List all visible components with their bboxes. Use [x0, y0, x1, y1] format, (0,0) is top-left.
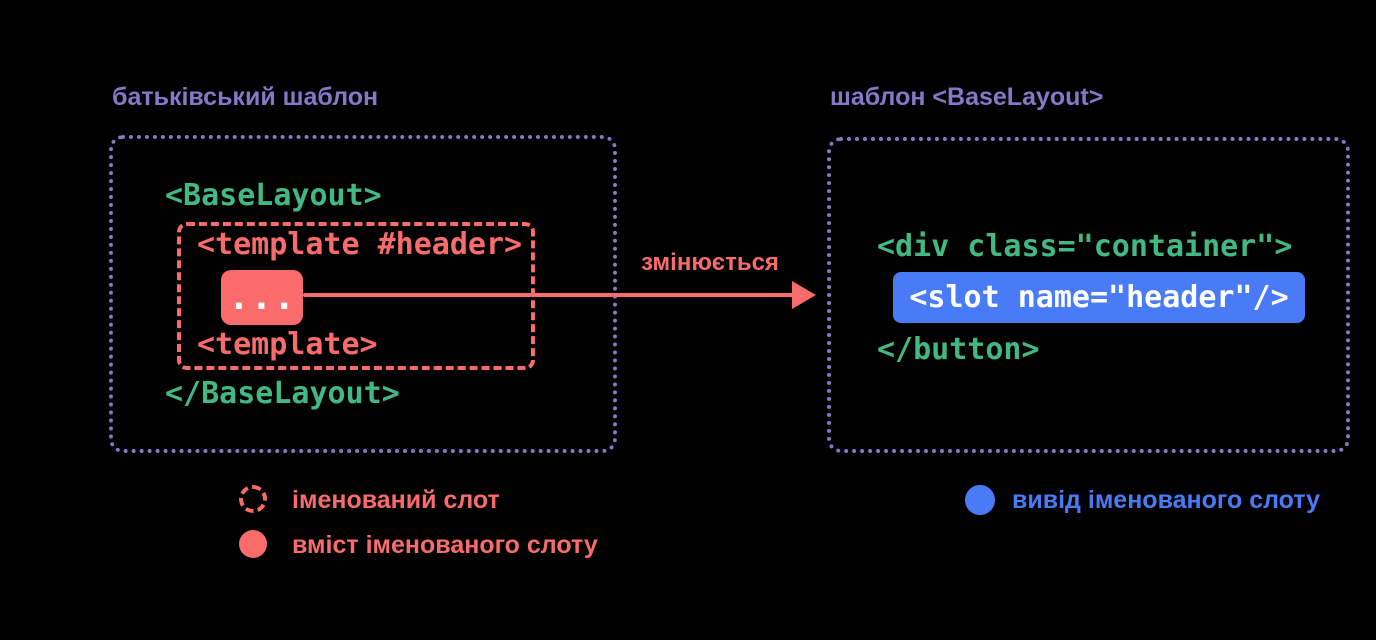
parent-template-title: батьківський шаблон — [112, 83, 379, 111]
named-slot-legend-label: іменований слот — [292, 486, 500, 514]
arrow-head-icon — [792, 281, 816, 309]
baselayout-template-title: шаблон <BaseLayout> — [830, 83, 1104, 111]
arrow-label: змінюється — [641, 249, 779, 276]
slot-content-box: ... — [221, 270, 303, 325]
slot-output-legend-icon — [965, 485, 995, 515]
div-container-open-tag: <div class="container"> — [877, 229, 1293, 264]
slot-content-legend-label: вміст іменованого слоту — [292, 531, 598, 559]
arrow-line — [303, 293, 795, 297]
baselayout-open-tag: <BaseLayout> — [165, 178, 382, 213]
named-slot-legend-icon — [239, 485, 267, 513]
slot-output-legend-label: вивід іменованого слоту — [1012, 486, 1321, 514]
named-slot-box: <template #header> ... <template> — [177, 222, 535, 370]
template-header-open-tag: <template #header> — [197, 227, 523, 262]
parent-template-box: <BaseLayout> <template #header> ... <tem… — [109, 135, 617, 453]
baselayout-close-tag: </BaseLayout> — [165, 376, 400, 411]
slot-content-legend-icon — [239, 530, 267, 558]
template-close-tag: <template> — [197, 327, 378, 362]
slot-content-dots: ... — [227, 277, 297, 318]
slot-output-tag: <slot name="header"/> — [909, 279, 1289, 315]
button-close-tag: </button> — [877, 332, 1040, 367]
slot-output-box: <slot name="header"/> — [893, 272, 1305, 323]
baselayout-template-box: <div class="container"> <slot name="head… — [827, 137, 1350, 453]
